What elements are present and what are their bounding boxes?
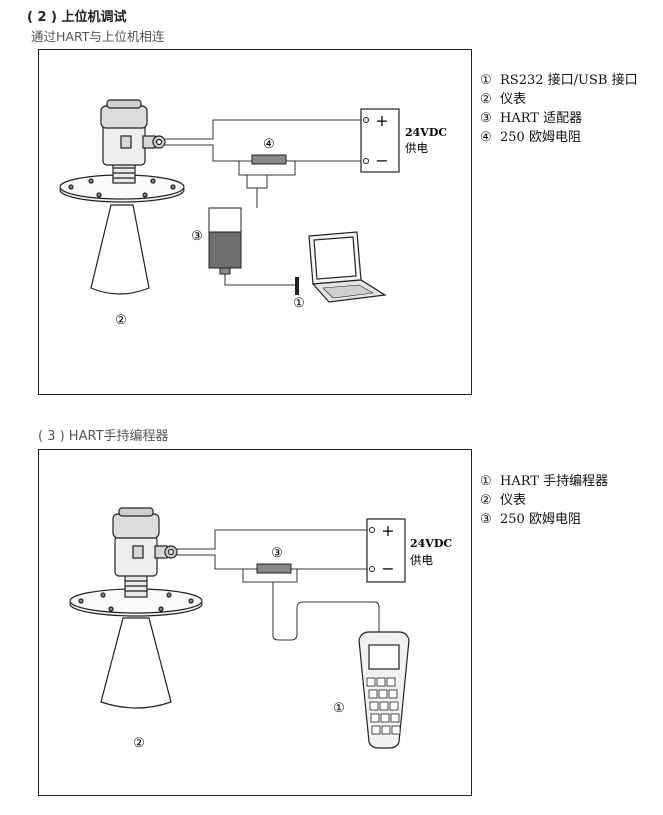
hart-pc-diagram: ④ ③ ① + − 24VDC 供电 ②: [38, 49, 472, 395]
plus-terminal: +: [381, 521, 394, 540]
section2-legend: ① RS232 接口/USB 接口 ② 仪表 ③ HART 适配器 ④ 250 欧姆电阻: [480, 71, 638, 147]
hart-pc-diagram-svg: ④ ③ ① + − 24VDC 供电 ②: [59, 99, 447, 328]
legend-item: ④ 250 欧姆电阻: [480, 128, 638, 147]
legend-num: ③: [480, 111, 492, 126]
hart-handheld-programmer: [358, 631, 410, 749]
supply-label: 供电: [405, 141, 428, 155]
marker-instrument: ②: [115, 313, 127, 328]
legend-item: ③ HART 适配器: [480, 109, 638, 128]
section3-title: ( 3 ) HART手持编程器: [38, 429, 169, 444]
minus-terminal: −: [375, 151, 388, 170]
hart-handheld-diagram-svg: ③ ① + − 24VDC 供电: [69, 507, 452, 751]
legend-text: 250 欧姆电阻: [500, 130, 581, 145]
legend-item: ② 仪表: [480, 90, 638, 109]
legend-item: ② 仪表: [480, 491, 608, 510]
radar-instrument: [69, 507, 203, 709]
minus-terminal: −: [381, 559, 394, 578]
legend-num: ①: [480, 474, 492, 489]
resistor-250-ohm: [251, 154, 287, 165]
marker-adapter: ③: [191, 229, 203, 244]
legend-item: ① HART 手持编程器: [480, 472, 608, 491]
supply-label: 供电: [410, 553, 433, 567]
legend-text: HART 手持编程器: [500, 474, 609, 489]
hart-handheld-diagram: ③ ① + − 24VDC 供电: [38, 449, 472, 796]
section2-subtitle: 通过HART与上位机相连: [31, 29, 165, 44]
section2-title: ( 2 ) 上位机调试: [27, 10, 127, 25]
marker-instrument: ②: [133, 736, 145, 751]
marker-interface: ①: [293, 296, 305, 311]
legend-item: ③ 250 欧姆电阻: [480, 510, 608, 529]
legend-text: 250 欧姆电阻: [500, 512, 581, 527]
hart-adapter: [208, 207, 242, 275]
resistor-250-ohm: [256, 563, 292, 574]
marker-handheld: ①: [333, 701, 345, 716]
legend-text: 仪表: [500, 493, 527, 508]
legend-num: ②: [480, 493, 492, 508]
wiring: [165, 119, 361, 286]
marker-resistor: ③: [271, 546, 283, 561]
plus-terminal: +: [375, 111, 388, 130]
radar-instrument: [59, 99, 185, 295]
rs232-usb-connector: [295, 277, 299, 295]
legend-text: HART 适配器: [500, 111, 583, 126]
marker-resistor: ④: [263, 137, 275, 152]
legend-text: RS232 接口/USB 接口: [500, 73, 638, 88]
legend-num: ①: [480, 73, 492, 88]
laptop-pc: [308, 231, 387, 303]
legend-item: ① RS232 接口/USB 接口: [480, 71, 638, 90]
legend-num: ③: [480, 512, 492, 527]
supply-voltage: 24VDC: [405, 126, 447, 139]
legend-num: ④: [480, 130, 492, 145]
legend-text: 仪表: [500, 92, 527, 107]
legend-num: ②: [480, 92, 492, 107]
section3-legend: ① HART 手持编程器 ② 仪表 ③ 250 欧姆电阻: [480, 472, 608, 529]
supply-voltage: 24VDC: [410, 537, 452, 550]
